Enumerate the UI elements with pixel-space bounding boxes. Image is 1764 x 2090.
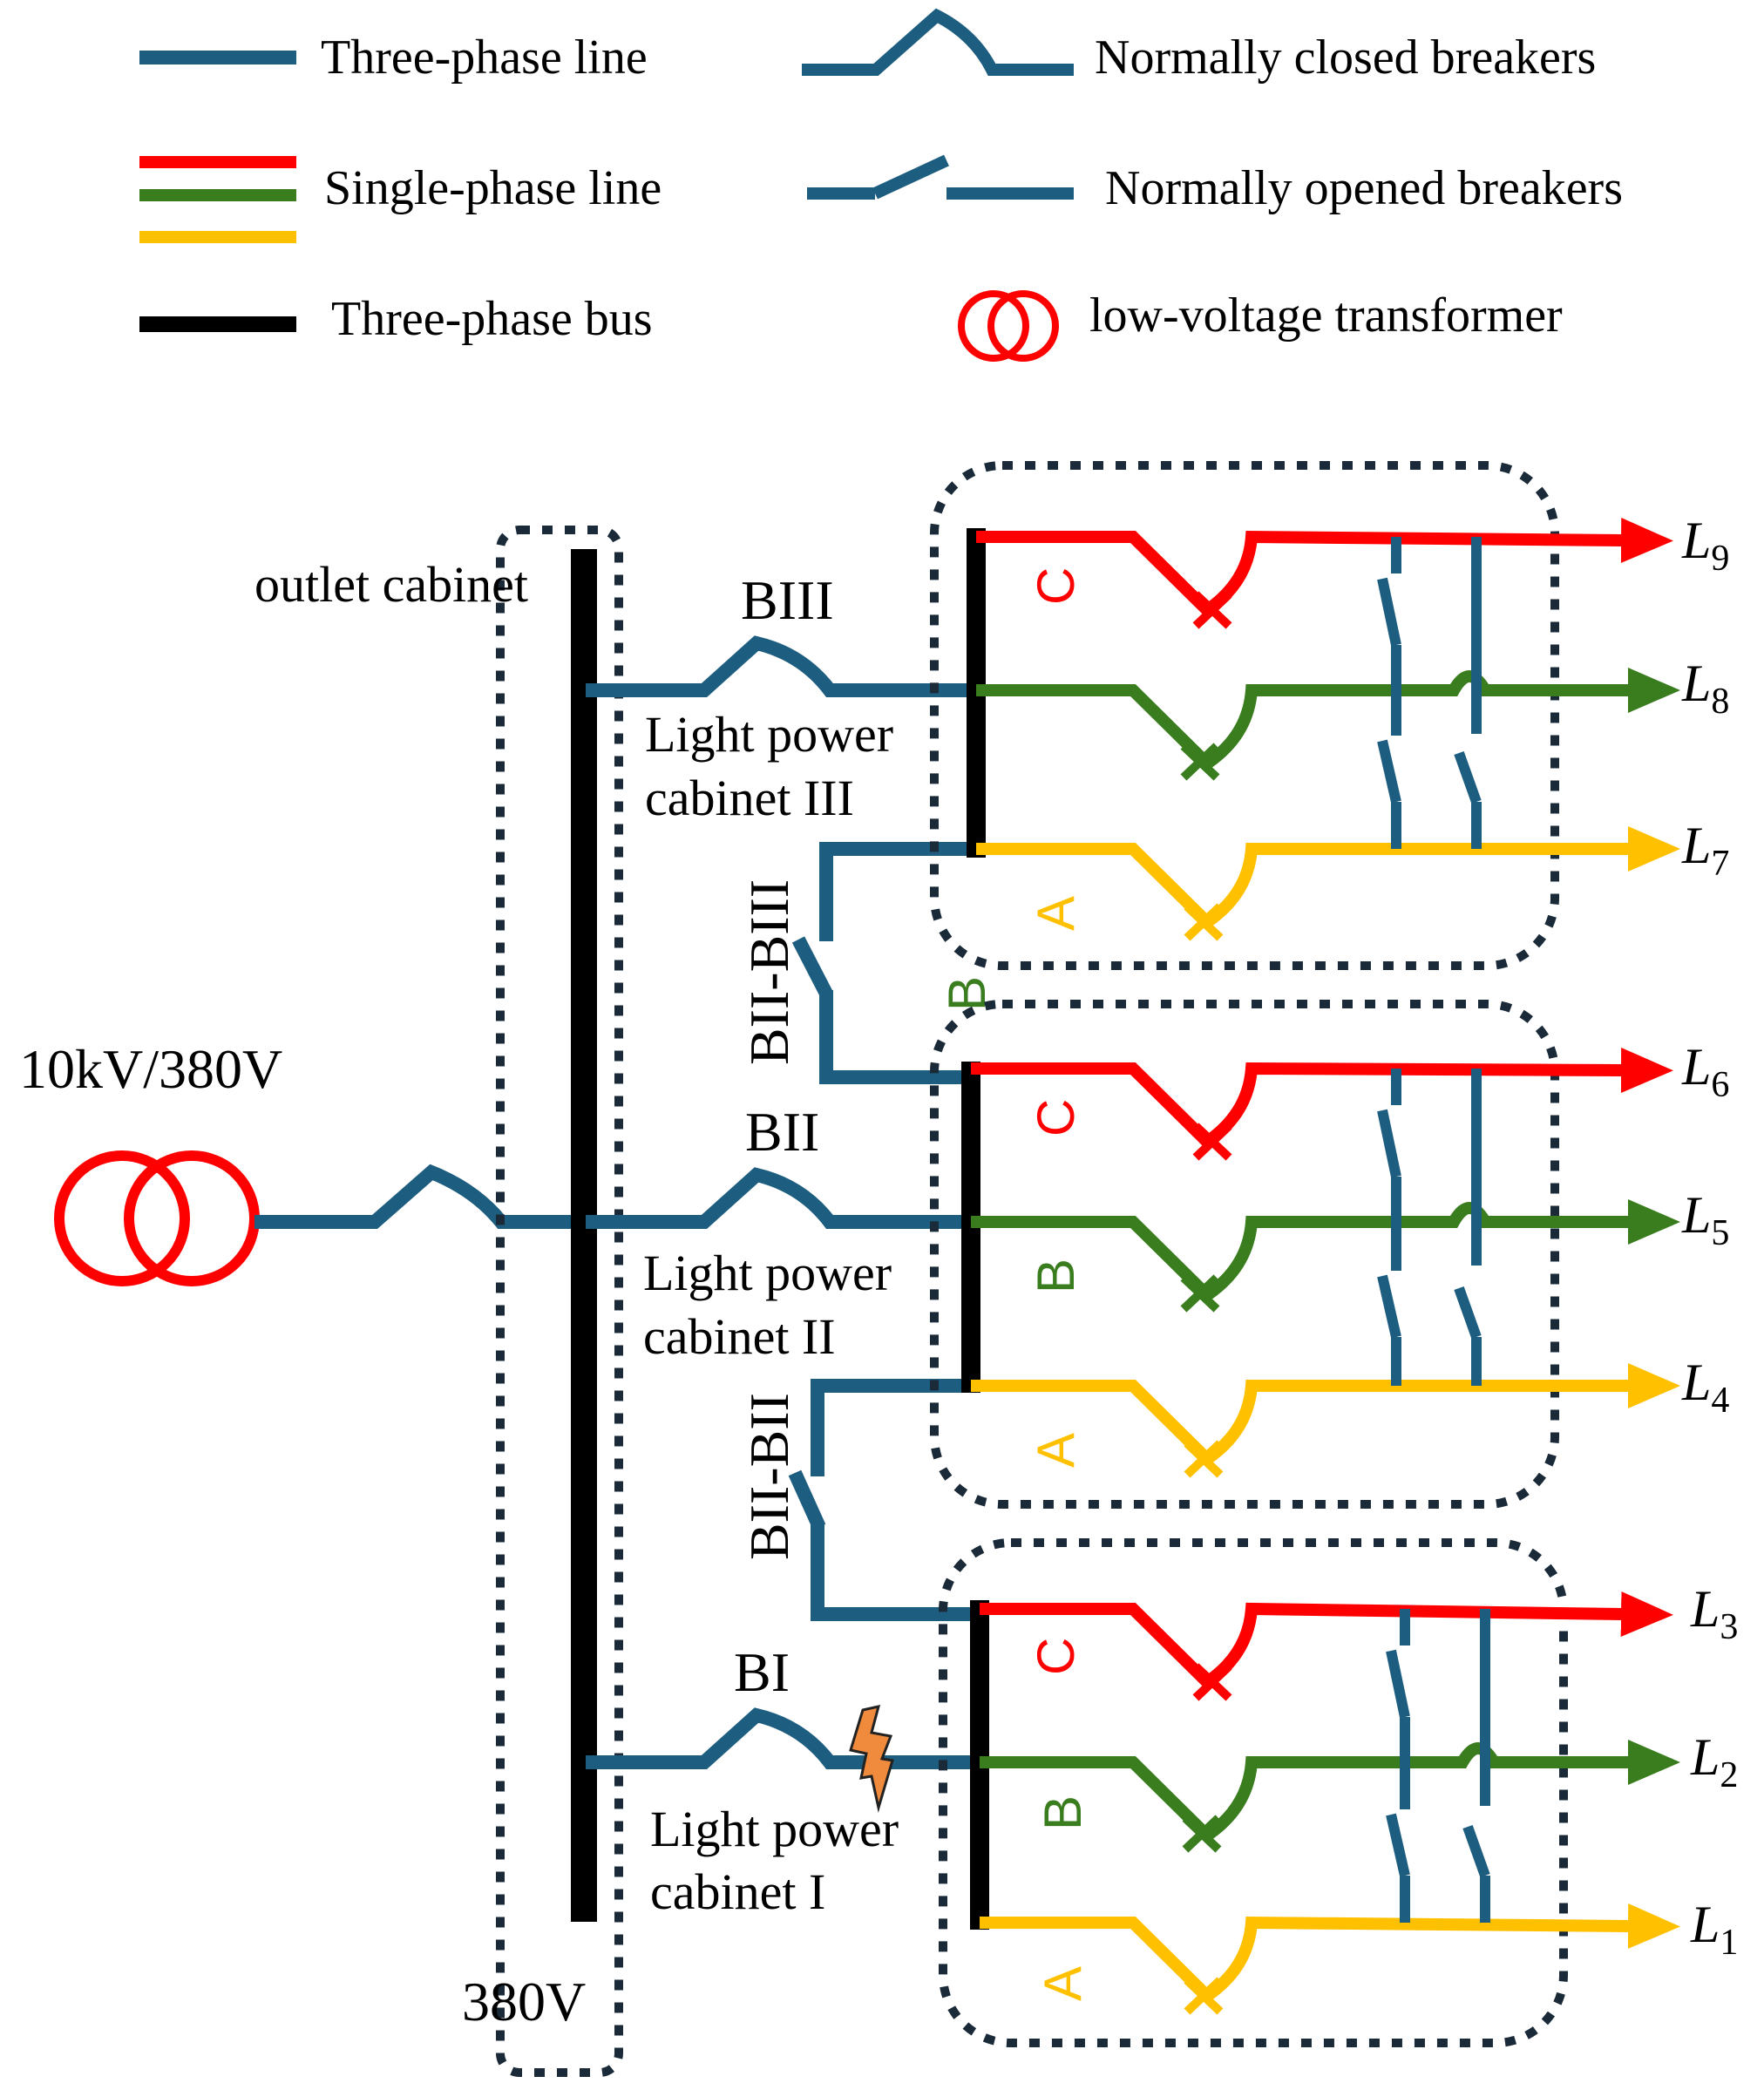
cabinet-iii-phase-a-x — [1184, 903, 1224, 941]
cabinet-ii-switch2-blade — [1454, 1286, 1482, 1340]
cabinet-iii-phase-c-label: C — [1027, 567, 1085, 605]
breaker-biii-label: BIII — [741, 569, 834, 631]
cabinet-iii-phase-b-x — [1180, 743, 1220, 781]
cabinet1-label-line2: cabinet I — [650, 1863, 825, 1920]
load-label-l3: L3 — [1690, 1580, 1738, 1647]
legend-three-phase-bus-label: Three-phase bus — [331, 292, 653, 346]
cabinet-ii-phase-c-x — [1192, 1123, 1232, 1161]
breaker-bii-label: BII — [745, 1101, 819, 1163]
cabinet-i-switch1-blade2 — [1386, 1813, 1410, 1877]
load-label-l5: L5 — [1681, 1186, 1729, 1253]
load-label-l2: L2 — [1690, 1728, 1738, 1795]
feeder-bi: BI Light power cabinet I — [586, 1641, 974, 1920]
cabinet-iii-enclosure — [930, 461, 1559, 970]
legend-three-phase-line-label: Three-phase line — [321, 31, 648, 85]
legend-normally-closed-label: Normally closed breakers — [1095, 31, 1596, 85]
cabinet1-label-line1: Light power — [650, 1801, 899, 1857]
feeder-bii: BII Light power cabinet II — [586, 1101, 974, 1365]
transformer-icon-right — [124, 1150, 260, 1286]
breaker-bi-label: BI — [734, 1641, 790, 1703]
tie-bii-bi-upper — [811, 1379, 976, 1476]
cabinet2-label-line1: Light power — [643, 1245, 892, 1301]
outlet-cabinet: outlet cabinet 380V — [254, 526, 623, 2077]
legend-single-phase-line-label: Single-phase line — [324, 161, 662, 215]
cabinet-ii-switch1-blade2 — [1377, 1274, 1401, 1339]
cabinet-iii: C A B — [930, 461, 1680, 1011]
cabinet-i-phase-a-x — [1184, 1977, 1224, 2015]
tie-bii-bi-lower — [811, 1523, 976, 1621]
cabinet-i: C B A — [939, 1538, 1680, 2047]
cabinet-ii-phase-a-x — [1184, 1440, 1224, 1478]
legend: Three-phase line Single-phase line Three… — [139, 8, 1623, 362]
cabinet-ii-switch1-blade — [1377, 1109, 1401, 1178]
load-label-l8: L8 — [1681, 655, 1729, 722]
cabinet-ii: C B A — [930, 1000, 1680, 1509]
cabinet-ii-enclosure — [930, 1000, 1559, 1509]
legend-transformer-icon-left — [958, 290, 1029, 362]
outlet-cabinet-enclosure — [496, 526, 623, 2077]
outlet-cabinet-label: outlet cabinet — [254, 556, 528, 613]
load-label-l7: L7 — [1681, 817, 1729, 884]
legend-normally-opened-label: Normally opened breakers — [1105, 161, 1623, 215]
cabinet-i-phase-b-label: B — [1034, 1795, 1092, 1830]
tie-bii-biii-label: BII-BIII — [738, 879, 800, 1065]
cabinet-ii-phase-a-label: A — [1027, 1433, 1085, 1468]
tie-bii-biii-lower — [819, 990, 976, 1084]
cabinet-ii-phase-b-x — [1180, 1274, 1220, 1313]
load-label-l1: L1 — [1690, 1896, 1738, 1963]
cabinet-iii-phase-b-line — [976, 668, 1680, 772]
cabinet-iii-switch2-blade — [1454, 750, 1482, 804]
cabinet-ii-phase-b-label: B — [1027, 1259, 1085, 1293]
load-label-l6: L6 — [1681, 1038, 1729, 1105]
cabinet-iii-switch1-blade2 — [1377, 739, 1401, 804]
tie-bii-biii-upper — [819, 842, 976, 941]
transformer-icon-left — [54, 1150, 190, 1286]
cabinet3-label-line1: Light power — [645, 706, 893, 763]
load-label-l9: L9 — [1681, 512, 1729, 579]
tie-bii-bi-blade — [788, 1469, 826, 1530]
cabinet-i-phase-b-x — [1182, 1815, 1222, 1853]
cabinet-i-switch2-blade — [1462, 1824, 1490, 1878]
cabinet3-label-line2: cabinet III — [645, 770, 854, 826]
legend-closed-breaker-icon — [802, 8, 1074, 76]
tie-bii-biii-blade — [791, 936, 833, 997]
transformer-rating-label: 10kV/380V — [19, 1038, 282, 1100]
tie-bii-bi-label: BII-BII — [738, 1393, 800, 1560]
main-feed-line — [254, 1164, 582, 1229]
cabinet-i-enclosure — [939, 1538, 1568, 2047]
cabinet-iii-switch1-blade — [1377, 577, 1401, 647]
legend-transformer-icon-right — [987, 290, 1059, 362]
legend-transformer-label: low-voltage transformer — [1089, 288, 1563, 343]
legend-open-breaker-blade — [872, 154, 949, 200]
bus-voltage-label: 380V — [462, 1971, 586, 2032]
breaker-bii-line — [586, 1167, 974, 1229]
load-labels: L9 L8 L7 L6 L5 L4 L3 L2 L1 — [1681, 512, 1738, 1963]
cabinet-i-switch1-blade — [1386, 1649, 1410, 1719]
tie-bii-bi: BII-BII — [738, 1379, 976, 1621]
cabinet-i-phase-c-label: C — [1027, 1638, 1085, 1675]
breaker-bi-line — [586, 1707, 974, 1769]
cabinet2-label-line2: cabinet II — [643, 1308, 836, 1365]
cabinet-i-phase-c-x — [1192, 1663, 1232, 1701]
fault-icon — [849, 1704, 894, 1813]
cabinet-iii-phase-a-label: A — [1027, 896, 1085, 931]
cabinet-ii-phase-c-label: C — [1027, 1099, 1085, 1137]
cabinet-iii-phase-c-x — [1192, 591, 1232, 629]
tie-bii-biii: BII-BIII — [738, 842, 976, 1084]
cabinet-i-phase-a-label: A — [1034, 1966, 1092, 2001]
feeder-biii: BIII Light power cabinet III — [586, 569, 974, 826]
load-label-l4: L4 — [1681, 1354, 1729, 1421]
breaker-biii-line — [586, 635, 974, 697]
